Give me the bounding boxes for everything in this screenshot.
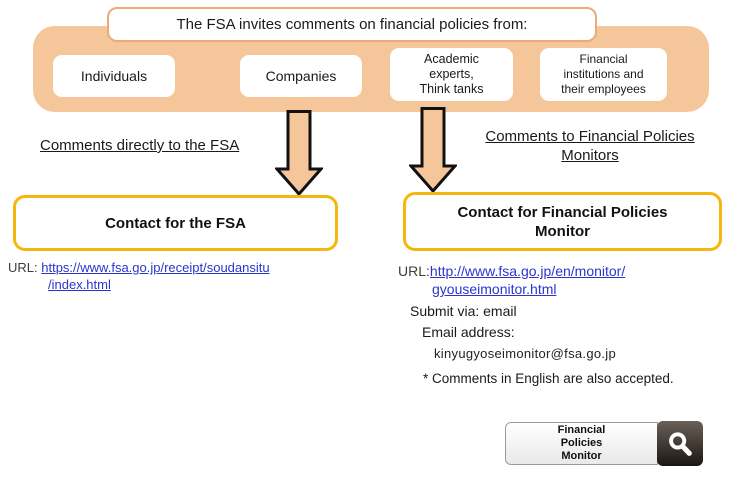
fsa-url-block: URL: https://www.fsa.go.jp/receipt/souda… xyxy=(8,259,270,293)
group-box-companies: Companies xyxy=(240,55,362,97)
group-label-academic-experts: Academic experts, Think tanks xyxy=(419,52,484,96)
contact-box-monitor-title: Contact for Financial Policies Monitor xyxy=(457,203,668,240)
monitor-url-link-line2[interactable]: gyouseimonitor.html xyxy=(432,281,557,297)
financial-policies-monitor-search[interactable]: Financial Policies Monitor xyxy=(505,421,703,466)
search-field[interactable]: Financial Policies Monitor xyxy=(505,422,658,465)
fsa-url-link-line1[interactable]: https://www.fsa.go.jp/receipt/soudansitu xyxy=(41,260,270,275)
search-button[interactable] xyxy=(657,421,703,466)
heading-comments-to-monitors: Comments to Financial Policies Monitors xyxy=(485,128,695,164)
group-box-academic-experts: Academic experts, Think tanks xyxy=(390,48,513,101)
search-field-label: Financial Policies Monitor xyxy=(557,424,606,462)
email-address-label: Email address: xyxy=(422,324,515,340)
group-box-individuals: Individuals xyxy=(53,55,175,97)
contact-box-monitor: Contact for Financial Policies Monitor xyxy=(403,192,722,251)
group-box-financial-institutions: Financial institutions and their employe… xyxy=(540,48,667,101)
down-arrow-left-icon xyxy=(275,110,323,196)
submit-via-text: Submit via: email xyxy=(410,303,517,319)
english-accepted-note: * Comments in English are also accepted. xyxy=(423,371,674,386)
banner-title: The FSA invites comments on financial po… xyxy=(107,7,597,42)
contact-box-fsa-title: Contact for the FSA xyxy=(105,214,246,232)
email-address-value: kinyugyoseimonitor@fsa.go.jp xyxy=(434,346,617,361)
group-label-companies: Companies xyxy=(265,68,337,84)
fsa-url-link-line2[interactable]: /index.html xyxy=(48,277,111,292)
contact-box-fsa: Contact for the FSA xyxy=(13,195,338,251)
monitor-url-label: URL: xyxy=(398,263,430,279)
monitor-url-block: URL:http://www.fsa.go.jp/en/monitor/ gyo… xyxy=(398,262,625,298)
magnifier-icon xyxy=(669,431,692,456)
down-arrow-right-icon xyxy=(409,107,457,193)
group-label-financial-institutions: Financial institutions and their employe… xyxy=(561,52,646,96)
fsa-url-label: URL: xyxy=(8,260,38,275)
group-label-individuals: Individuals xyxy=(80,68,148,84)
heading-comments-directly-fsa: Comments directly to the FSA xyxy=(40,137,240,154)
monitor-url-link-line1[interactable]: http://www.fsa.go.jp/en/monitor/ xyxy=(429,263,626,279)
